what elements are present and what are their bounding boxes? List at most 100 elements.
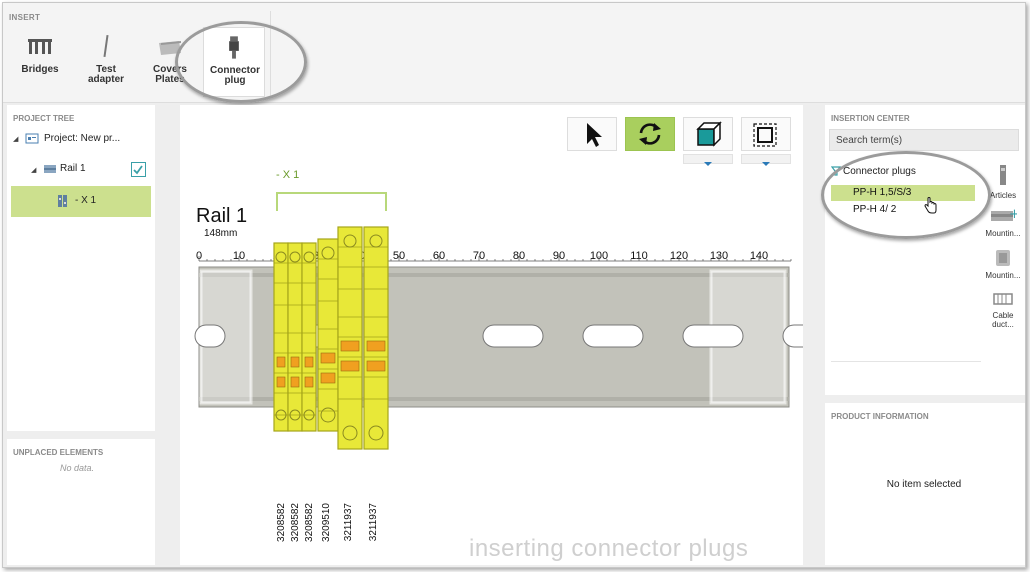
rail-flange [199, 273, 789, 277]
covers-plates-label: Covers Plates [153, 64, 187, 85]
bridges-icon [28, 39, 52, 54]
category-mounting-2-label: Mountin... [985, 271, 1021, 280]
collapse-triangle-icon[interactable]: ◢ [13, 136, 19, 143]
article-number: 3211937 [368, 503, 379, 542]
collapse-triangle-icon[interactable]: ◢ [31, 167, 37, 174]
rail-slot [782, 324, 803, 348]
terminal-screw [303, 251, 315, 263]
terminal-marker [366, 360, 386, 372]
category-mounting-1[interactable]: + Mountin... [981, 205, 1025, 238]
tree-item-x1-selected[interactable]: - X 1 [11, 186, 151, 217]
terminal-screw [321, 246, 335, 260]
terminal-screw [289, 251, 301, 263]
terminal-block[interactable] [287, 242, 303, 432]
terminal-screw [369, 234, 383, 248]
checkmark-icon [133, 165, 143, 175]
terminal-marker [276, 376, 286, 388]
terminal-screw [343, 234, 357, 248]
article-number: 3209510 [321, 503, 332, 542]
rotate-tool-button[interactable] [625, 117, 675, 151]
terminal-block[interactable] [337, 226, 363, 450]
terminal-screw [303, 409, 315, 421]
group-bracket [276, 192, 387, 211]
frame-view-button[interactable] [741, 117, 791, 151]
article-number: 3211937 [343, 503, 354, 542]
rail-title: Rail 1 [196, 205, 248, 227]
category-mounting-1-label: Mountin... [985, 229, 1021, 238]
terminal-blocks[interactable] [272, 225, 394, 455]
terminal-block[interactable] [317, 238, 339, 432]
group-x1-label: - X 1 [276, 169, 300, 181]
category-mounting-2[interactable]: Mountin... [981, 247, 1025, 280]
search-input[interactable]: Search term(s) [829, 129, 1019, 151]
rail-slot [194, 324, 226, 348]
covers-plates-button[interactable]: Covers Plates [139, 27, 201, 97]
terminal-marker [320, 372, 336, 384]
frame-view-dropdown[interactable] [741, 154, 791, 166]
terminal-block[interactable] [363, 226, 389, 450]
insertion-center-panel: INSERTION CENTER Search term(s) Connecto… [825, 105, 1025, 395]
terminal-screw [275, 251, 287, 263]
select-pointer-icon [587, 123, 602, 147]
3d-view-button[interactable] [683, 117, 733, 151]
category-articles-label: Articles [989, 191, 1017, 200]
mounting-rail-icon: + [991, 207, 1020, 222]
rail-flange [199, 397, 789, 401]
chevron-down-icon [762, 162, 770, 166]
highlight-circle [175, 21, 307, 103]
insertion-center-title: INSERTION CENTER [831, 114, 910, 123]
terminal-marker [290, 376, 300, 388]
test-adapter-icon [103, 34, 109, 58]
bridges-label: Bridges [21, 64, 59, 75]
terminal-body [301, 242, 317, 432]
frame-view-icon [753, 123, 777, 147]
articles-icon [1000, 165, 1006, 185]
rail-length: 148mm [204, 228, 238, 239]
category-cable-duct[interactable]: Cable duct... [981, 289, 1025, 329]
insert-ribbon: INSERT Bridges Test adapter Covers Plate [3, 3, 1025, 103]
chevron-down-icon [704, 162, 712, 166]
rail-visibility-checkbox[interactable] [131, 162, 146, 177]
project-tree-panel: PROJECT TREE ◢ Project: New pr... ◢ Rail… [7, 105, 155, 431]
rail-slot [682, 324, 744, 348]
no-item-selected-text: No item selected [886, 479, 962, 490]
tree-item-rail[interactable]: Rail 1 [60, 163, 86, 174]
rail-slot [582, 324, 644, 348]
terminal-marker [304, 376, 314, 388]
select-tool-button[interactable] [567, 117, 617, 151]
3d-view-icon [696, 121, 722, 147]
terminal-screw [289, 409, 301, 421]
terminal-marker [276, 356, 286, 368]
rail-canvas[interactable]: - X 1 Rail 1 148mm 010203040506070809010… [180, 105, 803, 565]
tree-item-project[interactable]: Project: New pr... [44, 133, 121, 144]
rail-slot [482, 324, 544, 348]
product-information-panel: PRODUCT INFORMATION No item selected [825, 403, 1025, 565]
category-cable-duct-label: Cable duct... [992, 311, 1014, 329]
unplaced-elements-title: UNPLACED ELEMENTS [13, 448, 104, 457]
project-tree-title: PROJECT TREE [13, 114, 75, 123]
covers-plates-icon [159, 41, 181, 55]
test-adapter-label: Test adapter [87, 64, 125, 85]
category-articles[interactable]: Articles [981, 163, 1025, 200]
terminal-marker [320, 352, 336, 364]
terminal-marker [340, 340, 360, 352]
terminal-screw [342, 425, 358, 441]
watermark-text: inserting connector plugs [469, 535, 749, 562]
divider [831, 361, 981, 362]
bridges-button[interactable]: Bridges [9, 27, 71, 97]
terminal-marker [290, 356, 300, 368]
terminal-block[interactable] [301, 242, 317, 432]
3d-view-dropdown[interactable] [683, 154, 733, 166]
terminal-body [287, 242, 303, 432]
terminal-marker [340, 360, 360, 372]
cable-duct-icon [993, 293, 1013, 305]
terminal-body [363, 226, 389, 450]
test-adapter-button[interactable]: Test adapter [75, 27, 137, 97]
terminal-screw [275, 409, 287, 421]
unplaced-elements-panel: UNPLACED ELEMENTS No data. [7, 439, 155, 565]
terminal-block[interactable] [273, 242, 289, 432]
project-folder-icon [25, 133, 39, 144]
svg-text:+: + [1009, 207, 1017, 222]
terminal-marker [366, 340, 386, 352]
